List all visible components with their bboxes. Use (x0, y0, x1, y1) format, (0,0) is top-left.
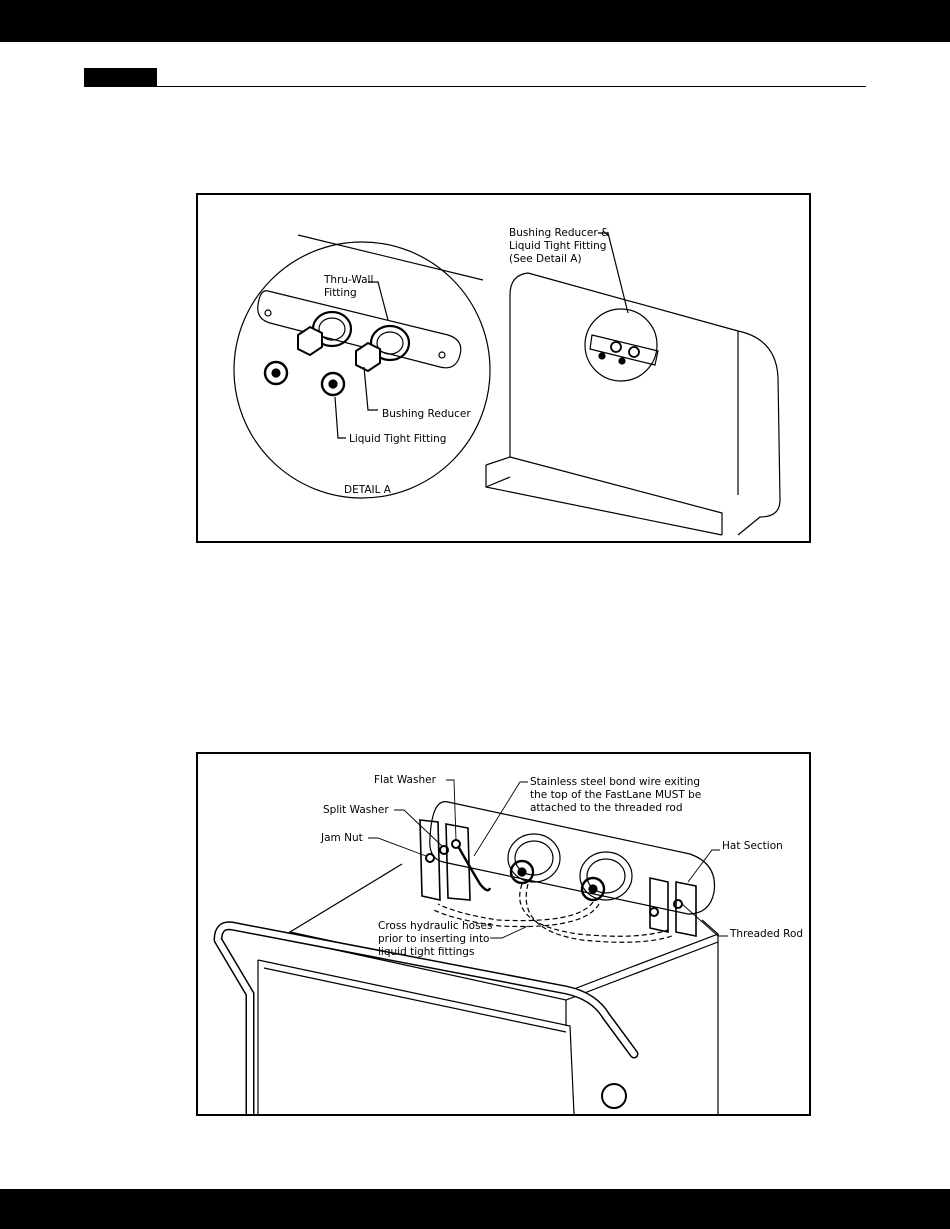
label-hat-section: Hat Section (722, 840, 783, 852)
leader-bond-wire (473, 781, 528, 857)
label-liquid-tight-fitting: Liquid Tight Fitting (349, 433, 447, 445)
detail-a-circle (233, 241, 491, 499)
page-header-bar (0, 0, 950, 42)
section-tab (84, 68, 157, 87)
screw-left (264, 309, 272, 317)
figure-2-drawing (213, 779, 728, 1114)
thru-wall-ring-2 (369, 324, 411, 362)
leader-callout (598, 232, 629, 314)
leader-liquid (334, 396, 346, 439)
leader-cross-hoses (490, 925, 529, 939)
label-bushing-reducer: Bushing Reducer (382, 408, 471, 420)
leader-split-washer (394, 809, 443, 847)
detail-plate (257, 290, 462, 369)
machine-top (288, 863, 720, 993)
detail-wall-edge (297, 234, 484, 281)
label-cross-hoses: Cross hydraulic hoses prior to inserting… (378, 920, 493, 958)
header-rule (157, 86, 866, 87)
housing-outline (527, 272, 781, 536)
fig2-fitting-2 (580, 876, 606, 902)
hydraulic-hose-1 (519, 883, 669, 937)
fig2-ring-1 (507, 833, 561, 883)
figure-thru-wall-fitting: Bushing Reducer & Liquid Tight Fitting (… (196, 193, 811, 543)
housing-detail-circle (584, 308, 658, 382)
leader-thru-wall (368, 281, 389, 321)
label-thru-wall-fitting: Thru-Wall Fitting (324, 274, 374, 299)
bushing-hex-2 (355, 341, 381, 373)
liquid-tight-1 (263, 360, 289, 386)
fig2-fitting-1 (509, 859, 535, 885)
hydraulic-hose-2 (437, 901, 594, 922)
bond-wire (456, 845, 492, 892)
page-footer-bar (0, 1189, 950, 1229)
label-bushing-reducer-callout: Bushing Reducer & Liquid Tight Fitting (… (509, 227, 610, 265)
split-washer-left (439, 845, 449, 855)
label-bond-wire: Stainless steel bond wire exiting the to… (530, 776, 702, 814)
leader-hat-section (687, 849, 720, 883)
label-detail-a: DETAIL A (344, 484, 391, 496)
back-plate (429, 801, 716, 915)
label-jam-nut: Jam Nut (321, 832, 363, 844)
screw-right (438, 351, 446, 359)
label-flat-washer: Flat Washer (374, 774, 436, 786)
nut-right (649, 907, 659, 917)
leader-bushing (363, 366, 378, 411)
hat-section-left (419, 819, 471, 902)
bushing-hex-1 (297, 325, 323, 357)
fig2-ring-2 (579, 851, 633, 901)
leader-flat-washer (446, 779, 457, 841)
leader-threaded-rod (681, 903, 728, 937)
jam-nut-left (425, 853, 435, 863)
figure-hose-routing: Flat Washer Split Washer Jam Nut Stainle… (196, 752, 811, 1116)
housing-base (509, 456, 723, 535)
liquid-tight-2 (320, 371, 346, 397)
label-threaded-rod: Threaded Rod (730, 928, 804, 940)
figure-1-drawing (233, 232, 781, 536)
leader-jam-nut (368, 837, 427, 857)
label-split-washer: Split Washer (323, 804, 389, 816)
front-panel (257, 959, 575, 1114)
